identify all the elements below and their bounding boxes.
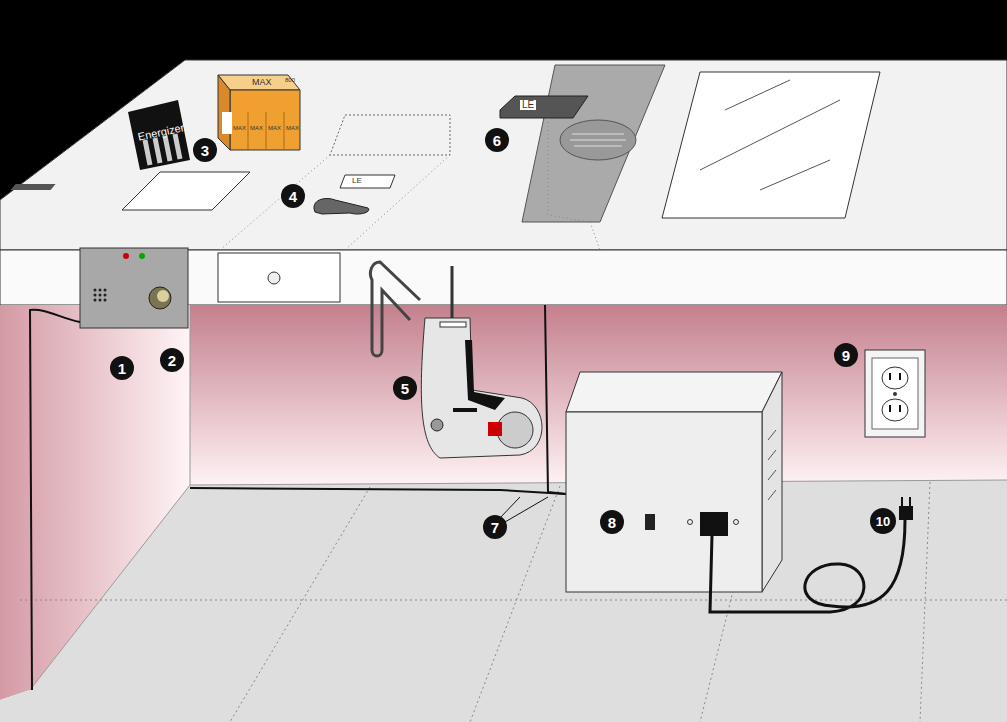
room-part [0,480,1007,722]
device [370,262,542,458]
desk-items-part [500,96,588,118]
control-box-part-part [99,299,102,302]
control-box-part-part [104,294,107,297]
callout-number: 7 [483,515,507,539]
callout-number: 10 [870,508,896,534]
callout-number: 9 [834,343,858,367]
callout-number: 3 [193,138,217,162]
device-part [431,419,443,431]
desk-items-part [560,120,636,160]
wall-outlet-part [865,350,925,437]
power-box-part [899,506,913,520]
desk-items [11,65,880,250]
wall-outlet-part [882,367,908,389]
power-box-part [688,520,693,525]
desk-items-part [700,80,840,190]
battery-text: MAX [250,125,263,131]
desk-items-part [122,172,250,210]
power-box-part [768,430,776,500]
desk-items-part [220,155,450,250]
wall-outlet-part [872,358,918,429]
desk-items-part [662,72,880,218]
battery-text: MAX [286,125,299,131]
drawer-part [268,272,280,284]
power-box [566,372,913,612]
power-box-part [566,412,762,592]
control-box [80,248,188,328]
control-box-part-part [94,299,97,302]
wall-outlet [865,350,925,437]
power-box-part [700,512,728,536]
desk-items-part [230,90,300,150]
control-box-part-part [99,294,102,297]
package-text: 800 [285,77,295,83]
device-part [421,318,542,458]
device-part [451,266,454,320]
desk-items-part [248,112,284,150]
power-box-part [645,514,655,530]
power-box-part [566,372,782,412]
desk-items-part [340,175,395,188]
wall-outlet-part [890,373,900,412]
room-part [30,305,1007,690]
card-text: LE [520,100,536,110]
power-box-part [902,497,910,506]
control-box-part [123,253,129,259]
package-text: MAX [252,78,272,87]
device-part [453,408,477,412]
power-box-part [762,372,782,592]
power-box-part [710,520,905,612]
cables-part [30,310,80,690]
callout-number: 4 [281,184,305,208]
device-part [465,340,505,410]
desk-items-part [522,65,665,222]
cables-part [190,488,566,494]
wall-outlet-part [882,399,908,421]
desk-items-part [128,100,190,170]
desk-items-part [314,199,369,215]
control-box-part-part [94,289,97,292]
device-part [488,422,502,436]
callout-number: 6 [485,128,509,152]
wall-outlet-part [893,392,897,396]
device-part [440,322,466,327]
drawer-part [218,253,340,302]
desk-items-part [548,118,600,250]
cables-part [545,305,566,494]
callout-number: 1 [110,356,134,380]
callout-number: 2 [160,348,184,372]
card-text: LE [350,177,364,185]
desk-items-part [218,75,300,90]
desk-items-part [222,112,232,134]
room-part [20,482,1007,722]
control-box-part-part [104,289,107,292]
room-part [0,60,1007,250]
desk-items-part [11,184,56,190]
control-box-part-part [104,299,107,302]
callout-number: 5 [393,376,417,400]
control-box-part-part [94,294,97,297]
control-box-part-part [99,289,102,292]
power-box-part [734,520,739,525]
control-box-part [139,253,145,259]
control-box-part [80,248,188,328]
desk-items-part [330,115,450,155]
drawer [218,253,340,302]
cables-part [498,497,548,522]
device-part [370,262,420,356]
control-box-part [94,289,107,302]
battery-text: MAX [233,125,246,131]
callout-number: 8 [600,510,624,534]
desk-items-part [570,134,626,146]
cables [30,305,566,690]
device-part [497,412,533,448]
control-box-part [157,290,169,302]
control-box-part [149,287,171,309]
battery-text: MAX [268,125,281,131]
